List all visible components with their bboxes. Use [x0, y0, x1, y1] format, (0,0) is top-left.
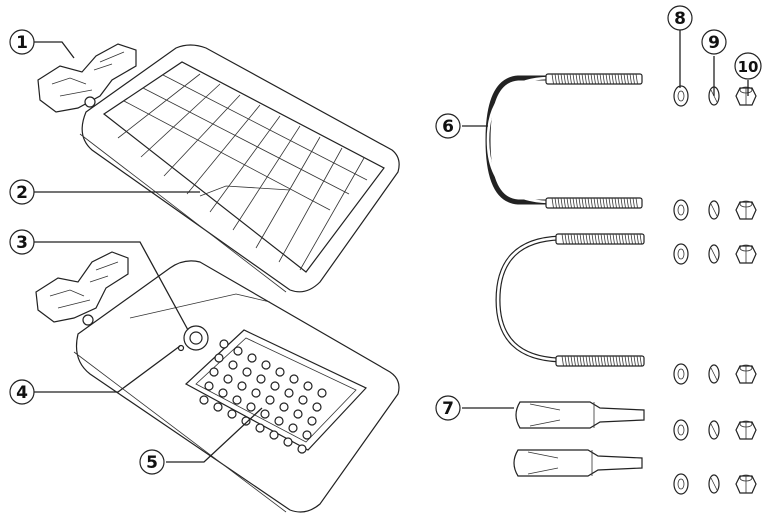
- led-icon: [219, 389, 227, 397]
- callout-3: 3: [10, 230, 34, 254]
- led-icon: [299, 396, 307, 404]
- led-icon: [257, 375, 265, 383]
- u-bolt-icon: [498, 234, 644, 366]
- expansion-anchor-icon: [516, 402, 644, 428]
- led-lamp-unit: [36, 252, 399, 512]
- led-icon: [210, 368, 218, 376]
- hex-nut-icon: [736, 421, 756, 439]
- led-icon: [280, 403, 288, 411]
- led-icon: [318, 389, 326, 397]
- callout-5: 5: [140, 450, 164, 474]
- led-icon: [205, 382, 213, 390]
- callout-label-6: 6: [442, 117, 454, 137]
- hex-nut-icon: [736, 475, 756, 493]
- led-icon: [313, 403, 321, 411]
- callout-label-2: 2: [16, 183, 28, 203]
- washer-icon: [674, 364, 688, 384]
- led-icon: [247, 403, 255, 411]
- u-bolt-icon: [488, 74, 642, 208]
- led-icon: [275, 417, 283, 425]
- led-icon: [270, 431, 278, 439]
- callout-label-3: 3: [16, 233, 28, 253]
- led-icon: [234, 347, 242, 355]
- led-icon: [233, 396, 241, 404]
- led-icon: [200, 396, 208, 404]
- spring-washer-icon: [709, 365, 719, 383]
- led-icon: [308, 417, 316, 425]
- callout-label-1: 1: [16, 33, 28, 53]
- callout-1: 1: [10, 30, 34, 54]
- callout-10: 10: [735, 53, 761, 79]
- led-icon: [262, 361, 270, 369]
- hex-nut-icon: [736, 201, 756, 219]
- hex-nut-icon: [736, 87, 756, 105]
- led-icon: [303, 431, 311, 439]
- callout-label-10: 10: [738, 58, 759, 76]
- expansion-anchor-icon: [514, 450, 642, 476]
- spring-washer-icon: [709, 475, 719, 493]
- callout-label-5: 5: [146, 453, 158, 473]
- led-icon: [248, 354, 256, 362]
- led-icon: [271, 382, 279, 390]
- led-icon: [243, 368, 251, 376]
- spring-washer-icon: [709, 245, 719, 263]
- callout-7: 7: [436, 396, 460, 420]
- callout-label-7: 7: [442, 399, 454, 419]
- led-icon: [252, 389, 260, 397]
- led-icon: [228, 410, 236, 418]
- led-icon: [285, 389, 293, 397]
- led-icon: [261, 410, 269, 418]
- led-icon: [276, 368, 284, 376]
- led-icon: [266, 396, 274, 404]
- led-icon: [298, 445, 306, 453]
- led-icon: [224, 375, 232, 383]
- spring-washer-icon: [709, 421, 719, 439]
- led-icon: [290, 375, 298, 383]
- washer-icon: [674, 200, 688, 220]
- led-icon: [294, 410, 302, 418]
- hardware-set: [674, 86, 756, 494]
- callout-4: 4: [10, 380, 34, 404]
- callout-label-8: 8: [674, 9, 686, 29]
- washer-icon: [674, 244, 688, 264]
- washer-icon: [674, 474, 688, 494]
- led-icon: [220, 340, 228, 348]
- led-icon: [215, 354, 223, 362]
- callout-2: 2: [10, 180, 34, 204]
- hex-nut-icon: [736, 365, 756, 383]
- led-icon: [229, 361, 237, 369]
- washer-icon: [674, 86, 688, 106]
- callout-label-9: 9: [708, 33, 720, 53]
- callout-label-4: 4: [16, 383, 28, 403]
- led-icon: [284, 438, 292, 446]
- led-icon: [256, 424, 264, 432]
- led-icon: [304, 382, 312, 390]
- washer-icon: [674, 420, 688, 440]
- spring-washer-icon: [709, 201, 719, 219]
- led-icon: [289, 424, 297, 432]
- led-icon: [238, 382, 246, 390]
- hex-nut-icon: [736, 245, 756, 263]
- callout-6: 6: [436, 114, 460, 138]
- led-icon: [214, 403, 222, 411]
- solar-panel-unit: [38, 44, 399, 292]
- callout-8: 8: [668, 6, 692, 30]
- callout-9: 9: [702, 30, 726, 54]
